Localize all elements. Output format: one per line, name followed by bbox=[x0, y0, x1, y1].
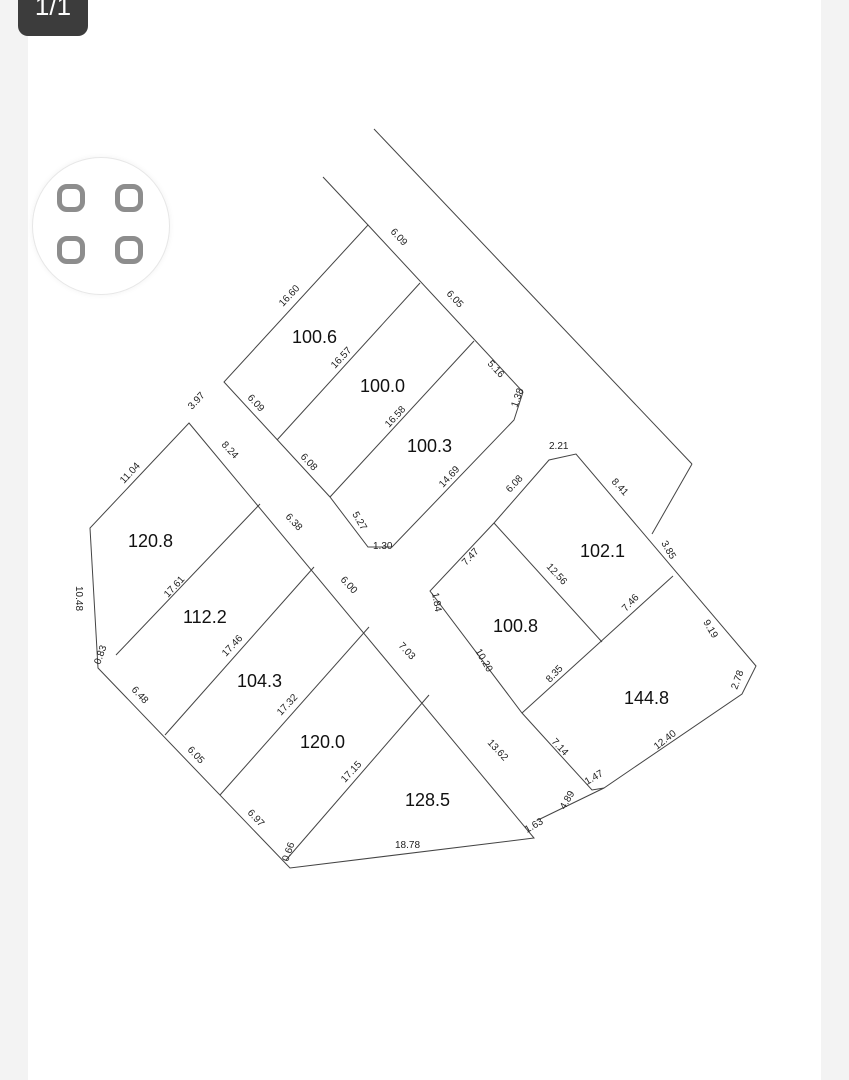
lot-area-label: 100.3 bbox=[407, 436, 452, 456]
dimension-label: 6.05 bbox=[444, 289, 466, 311]
dimension-label: 6.00 bbox=[338, 575, 360, 597]
top-block-outline bbox=[223, 224, 524, 548]
dimension-label: 8.24 bbox=[219, 440, 241, 462]
dimension-label: 17.46 bbox=[220, 633, 245, 659]
lot-divider bbox=[285, 694, 430, 861]
left-block-outline bbox=[89, 422, 535, 869]
dimension-label: 6.97 bbox=[245, 808, 267, 830]
lot-area-label: 120.8 bbox=[128, 531, 173, 551]
lot-divider bbox=[115, 503, 261, 656]
document-page bbox=[28, 0, 821, 1080]
dimension-label: 0.83 bbox=[92, 644, 109, 666]
dimension-label: 6.38 bbox=[283, 512, 305, 534]
lot-area-label: 100.8 bbox=[493, 616, 538, 636]
dimension-label: 3.85 bbox=[658, 539, 677, 562]
page-indicator: 1/1 bbox=[18, 0, 88, 36]
lot-divider bbox=[276, 282, 421, 441]
dimension-label: 16.60 bbox=[277, 283, 302, 309]
dimension-label: 8.35 bbox=[544, 663, 566, 685]
dimension-label: 3.97 bbox=[186, 390, 208, 412]
dimension-label: 17.61 bbox=[162, 574, 187, 600]
dimension-label: 0.66 bbox=[280, 841, 297, 863]
dimension-label: 10.20 bbox=[472, 647, 494, 675]
lot-area-label: 112.2 bbox=[183, 607, 227, 627]
dimension-label: 7.03 bbox=[396, 641, 418, 663]
lot-area-label: 100.6 bbox=[292, 327, 337, 347]
road-edge-line bbox=[322, 176, 369, 226]
dimension-label: 4.89 bbox=[558, 789, 577, 812]
dimension-label: 6.09 bbox=[245, 393, 267, 415]
dimension-label: 13.62 bbox=[485, 738, 510, 764]
dimension-label: 6.09 bbox=[388, 227, 410, 249]
dimension-label: 1.47 bbox=[583, 768, 606, 787]
dimension-label: 2.21 bbox=[549, 441, 569, 452]
dimension-label: 6.05 bbox=[185, 745, 207, 767]
lot-area-label: 102.1 bbox=[580, 541, 625, 561]
dimension-label: 18.78 bbox=[395, 840, 420, 851]
dimension-label: 10.48 bbox=[73, 586, 84, 611]
dimension-label: 7.46 bbox=[620, 592, 642, 614]
dimension-label: 1.30 bbox=[373, 541, 393, 552]
dimension-label: 6.08 bbox=[504, 473, 526, 495]
grid-view-button[interactable] bbox=[32, 157, 170, 295]
lot-area-label: 100.0 bbox=[360, 376, 405, 396]
lot-divider bbox=[164, 566, 315, 736]
lot-edge-line bbox=[537, 787, 605, 821]
road-edge-line bbox=[373, 128, 693, 465]
dimension-label: 1.84 bbox=[429, 592, 443, 614]
dimension-label: 5.16 bbox=[485, 359, 507, 381]
dimension-label: 8.41 bbox=[609, 477, 631, 499]
dimension-label: 16.57 bbox=[329, 345, 354, 371]
dimension-label: 17.15 bbox=[339, 759, 364, 785]
dimension-label: 12.56 bbox=[544, 562, 569, 588]
dimension-label: 11.04 bbox=[118, 460, 143, 486]
right-block-outline bbox=[429, 453, 757, 791]
lot-area-label: 120.0 bbox=[300, 732, 345, 752]
lot-area-label: 144.8 bbox=[624, 688, 669, 708]
lot-divider bbox=[493, 522, 603, 643]
dimension-label: 6.08 bbox=[298, 452, 320, 474]
dimension-label: 1.38 bbox=[509, 387, 526, 409]
page-indicator-text: 1/1 bbox=[34, 0, 72, 21]
dimension-label: 1.63 bbox=[523, 816, 546, 835]
dimension-label: 17.32 bbox=[275, 692, 300, 718]
lot-area-label: 104.3 bbox=[237, 671, 282, 691]
dimension-label: 5.27 bbox=[349, 510, 368, 533]
lot-divider bbox=[521, 575, 674, 714]
lot-area-label: 128.5 bbox=[405, 790, 450, 810]
lot-divider bbox=[219, 626, 370, 796]
dimension-label: 7.14 bbox=[549, 737, 571, 759]
dimension-label: 9.19 bbox=[700, 618, 719, 641]
road-edge-line bbox=[651, 463, 693, 535]
lot-divider bbox=[329, 340, 475, 498]
dimension-label: 2.78 bbox=[729, 669, 746, 691]
dimension-label: 7.47 bbox=[460, 546, 482, 568]
